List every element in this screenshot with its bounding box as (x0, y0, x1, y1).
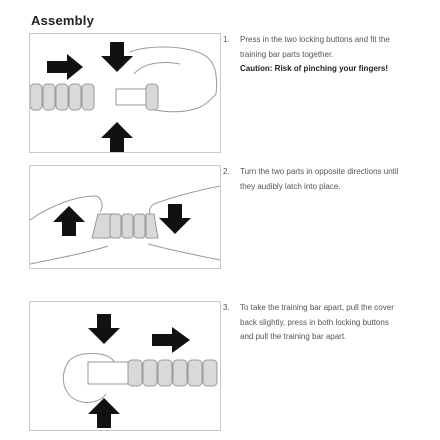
arrow-up-icon (53, 206, 85, 236)
arrow-right-icon (47, 54, 83, 80)
page-title: Assembly (31, 13, 95, 28)
step-number: 1. (223, 35, 230, 44)
step-3-illustration (29, 301, 221, 431)
training-bar-left (30, 83, 95, 111)
bar-cover (87, 361, 129, 385)
step-text: Turn the two parts in opposite direction… (240, 167, 399, 191)
right-hand-outline (149, 185, 220, 219)
step-number: 3. (223, 303, 230, 312)
left-hand-outline (30, 195, 103, 221)
step-2: 2. Turn the two parts in opposite direct… (223, 165, 402, 225)
arrow-right-icon (152, 327, 190, 353)
bar-connector (115, 88, 147, 106)
training-bar (91, 213, 159, 239)
arrow-up-icon (88, 398, 120, 428)
step-3: 3. To take the training bar apart, pull … (223, 301, 402, 381)
arrow-up-icon (101, 122, 133, 152)
caution-text: Caution: Risk of pinching your fingers! (240, 64, 388, 73)
arrow-down-icon (88, 314, 120, 344)
step-1: 1. Press in the two locking buttons and … (223, 33, 402, 143)
hand-outline (129, 46, 218, 95)
step-2-illustration (29, 165, 221, 269)
step-text: Press in the two locking buttons and fit… (240, 33, 402, 77)
training-bar (127, 359, 218, 387)
step-text: To take the training bar apart, pull the… (240, 303, 394, 341)
step-number: 2. (223, 167, 230, 176)
step-instruction: Press in the two locking buttons and fit… (240, 35, 390, 59)
arrow-down-icon (159, 204, 191, 234)
arrow-down-icon (101, 42, 133, 72)
step-1-illustration (29, 33, 221, 153)
training-bar-right (145, 83, 159, 111)
